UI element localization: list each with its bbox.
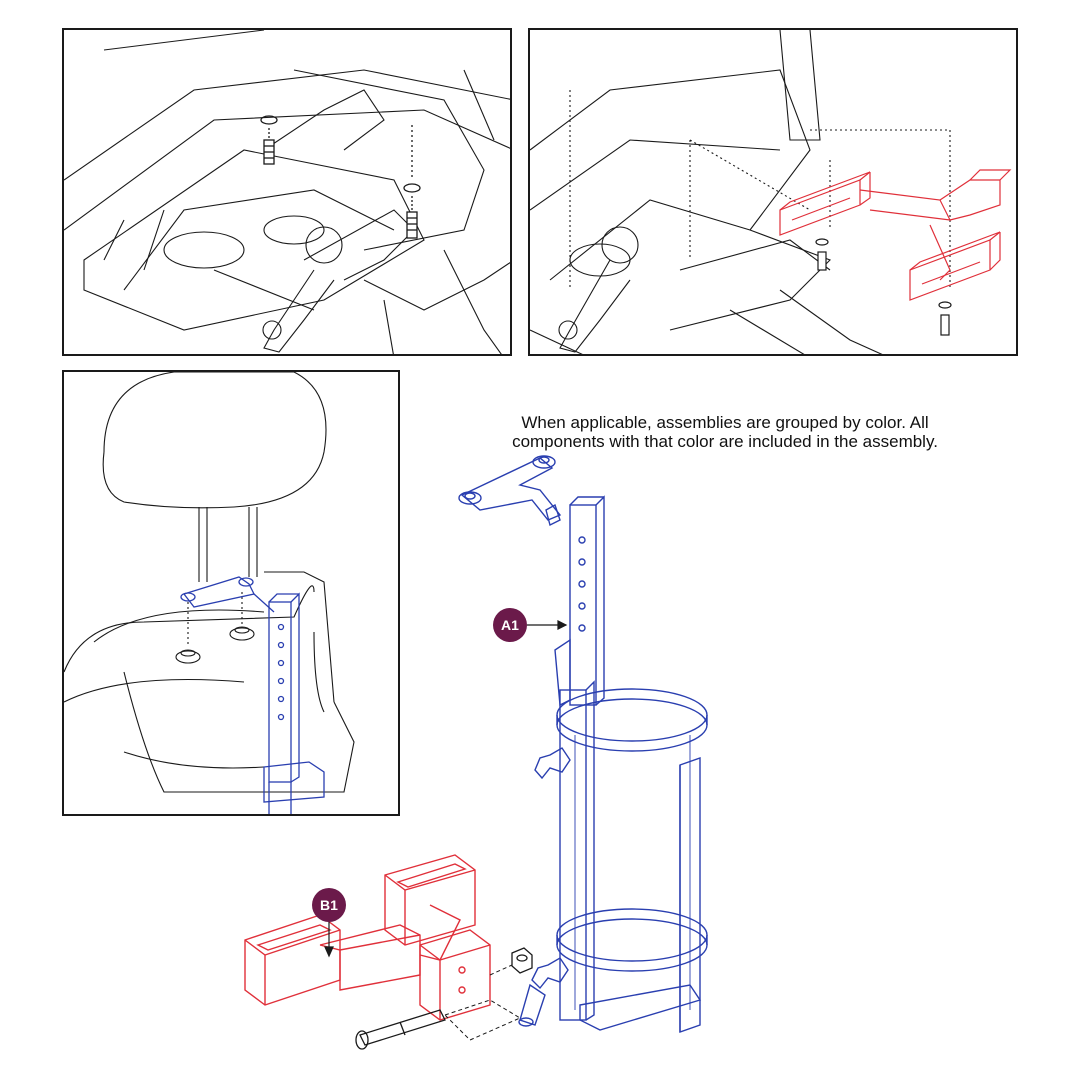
seat-base-drawing [64, 30, 510, 354]
bracket-install-drawing [530, 30, 1012, 354]
bolt-icon [355, 1009, 446, 1050]
bracket-b1-drawing [244, 854, 491, 1021]
bracket-install-panel [528, 28, 1018, 356]
seat-back-drawing [64, 372, 355, 814]
seat-base-panel [62, 28, 512, 356]
screw-icon [260, 115, 278, 165]
holder-a1-drawing [458, 455, 708, 1033]
leader-lines [324, 620, 568, 958]
alignment-guide [444, 964, 522, 1041]
callout-b1: B1 [312, 888, 346, 922]
screw-icon [403, 125, 421, 239]
holder-a1-mount-drawing [180, 576, 325, 814]
seat-back-panel [62, 370, 400, 816]
assembly-color-note: When applicable, assemblies are grouped … [512, 413, 938, 451]
callout-a1: A1 [493, 608, 527, 642]
nut-icon [511, 947, 533, 974]
bracket-b1-drawing [779, 169, 1012, 301]
screw-icon [815, 238, 952, 336]
